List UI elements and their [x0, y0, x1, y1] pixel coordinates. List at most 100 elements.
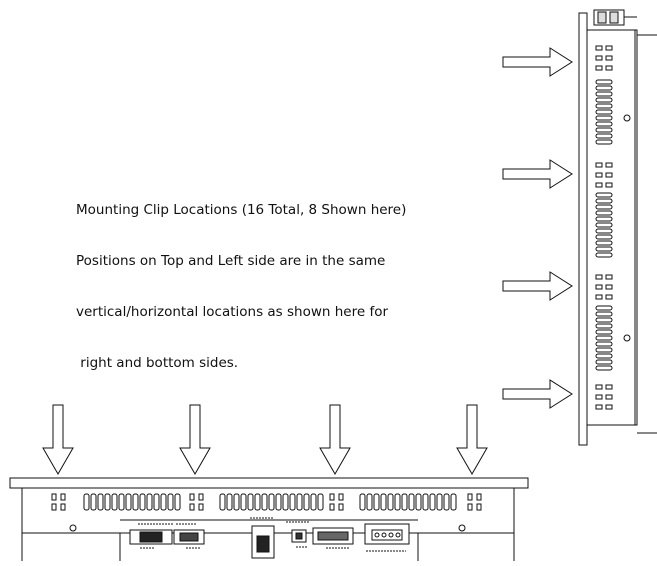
- vent-slot: [595, 139, 613, 145]
- clip-slot: [595, 162, 603, 168]
- vent-slot: [289, 493, 296, 511]
- dvi-connector-pins: [139, 531, 163, 543]
- clip-slot: [605, 394, 613, 400]
- vent-slot: [429, 493, 436, 511]
- vent-slot: [595, 210, 613, 216]
- vent-slot: [595, 228, 613, 234]
- screw-icon: [458, 524, 466, 532]
- panel-back: [634, 29, 638, 426]
- clip-slot: [605, 45, 613, 51]
- clip-slot: [605, 55, 613, 61]
- clip-arrow: [502, 159, 573, 189]
- vent-slot: [401, 493, 408, 511]
- vent-slot: [296, 493, 303, 511]
- vent-slot: [595, 91, 613, 97]
- vent-slot: [595, 252, 613, 258]
- usb-connector-pins: [295, 532, 303, 540]
- clip-slot: [595, 182, 603, 188]
- vent-slot: [310, 493, 317, 511]
- clip-slot: [595, 274, 603, 280]
- vent-slot: [373, 493, 380, 511]
- bottom-side-view: [9, 477, 529, 561]
- clip-slot: [595, 55, 603, 61]
- screw-icon: [69, 524, 77, 532]
- screw-icon: [623, 114, 631, 122]
- vent-slot: [125, 493, 132, 511]
- vent-slot: [240, 493, 247, 511]
- clip-arrow: [502, 47, 573, 77]
- vent-slot: [118, 493, 125, 511]
- terminal-screw-icon: [381, 532, 387, 538]
- clip-slot: [595, 172, 603, 178]
- vent-slot: [282, 493, 289, 511]
- vent-slot: [595, 222, 613, 228]
- vent-slot: [595, 204, 613, 210]
- clip-arrow: [179, 404, 211, 476]
- vent-slot: [450, 493, 457, 511]
- vent-slot: [233, 493, 240, 511]
- clip-slot: [51, 493, 57, 501]
- vent-slot: [595, 234, 613, 240]
- vent-slot: [422, 493, 429, 511]
- caption-line-3: vertical/horizontal locations as shown h…: [76, 304, 389, 320]
- right-side-view: [578, 9, 657, 446]
- clip-slot: [605, 384, 613, 390]
- vent-slot: [595, 311, 613, 317]
- clip-slot: [60, 503, 66, 511]
- vent-slot: [160, 493, 167, 511]
- clip-slot: [595, 404, 603, 410]
- clip-slot: [476, 503, 482, 511]
- vent-slot: [595, 347, 613, 353]
- clip-slot: [198, 503, 204, 511]
- mounting-caption: Mounting Clip Locations (16 Total, 8 Sho…: [76, 168, 476, 406]
- vent-slot: [595, 79, 613, 85]
- vent-slot: [595, 365, 613, 371]
- vent-slot: [387, 493, 394, 511]
- vent-slot: [595, 246, 613, 252]
- clip-arrow: [42, 404, 74, 476]
- vent-slot: [443, 493, 450, 511]
- clip-slot: [595, 45, 603, 51]
- clip-arrow: [502, 379, 573, 409]
- clip-slot: [605, 65, 613, 71]
- vent-slot: [261, 493, 268, 511]
- vent-slot: [595, 109, 613, 115]
- vent-slot: [174, 493, 181, 511]
- terminal-screw-icon: [374, 532, 380, 538]
- clip-slot: [338, 493, 344, 501]
- vent-slot: [167, 493, 174, 511]
- vent-slot: [83, 493, 90, 511]
- clip-arrow: [502, 271, 573, 301]
- vent-slot: [595, 329, 613, 335]
- vent-slot: [595, 97, 613, 103]
- top-connector-pin: [597, 11, 607, 24]
- vent-slot: [595, 121, 613, 127]
- clip-slot: [595, 394, 603, 400]
- vent-slot: [153, 493, 160, 511]
- top-connector-pin: [609, 11, 619, 24]
- clip-slot: [595, 294, 603, 300]
- vent-slot: [268, 493, 275, 511]
- clip-arrows: [42, 47, 573, 476]
- clip-slot: [51, 503, 57, 511]
- clip-slot: [595, 384, 603, 390]
- clip-slot: [338, 503, 344, 511]
- vent-slot: [394, 493, 401, 511]
- vent-slot: [90, 493, 97, 511]
- clip-slot: [198, 493, 204, 501]
- vent-slot: [595, 353, 613, 359]
- clip-slot: [329, 503, 335, 511]
- clip-slot: [605, 172, 613, 178]
- vent-slot: [219, 493, 226, 511]
- clip-slot: [605, 162, 613, 168]
- clip-slot: [605, 284, 613, 290]
- caption-line-1: Mounting Clip Locations (16 Total, 8 Sho…: [76, 202, 407, 218]
- vent-slot: [595, 323, 613, 329]
- clip-arrow: [319, 404, 351, 476]
- vent-slot: [111, 493, 118, 511]
- vent-slot: [366, 493, 373, 511]
- clip-slot: [595, 65, 603, 71]
- vent-slot: [97, 493, 104, 511]
